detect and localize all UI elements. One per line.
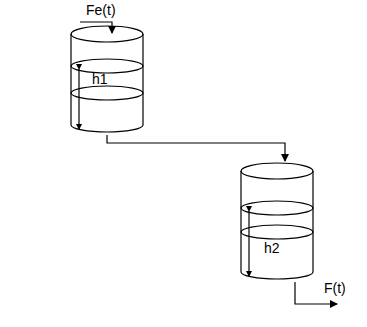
flow-label: Fe(t) <box>86 2 116 18</box>
level-label: h1 <box>92 71 108 87</box>
tank-outline <box>240 162 314 282</box>
pipe-connector <box>107 135 285 161</box>
tank: h2 <box>240 162 314 282</box>
level-label: h2 <box>264 240 280 256</box>
flow-label: F(t) <box>324 280 346 296</box>
tank: h1 <box>70 25 144 135</box>
